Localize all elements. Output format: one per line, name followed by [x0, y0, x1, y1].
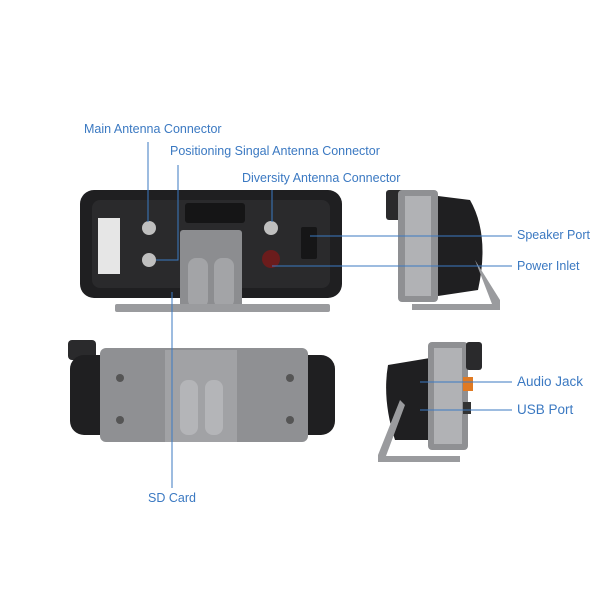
label-usb-port: USB Port [517, 402, 574, 417]
label-sd-card: SD Card [148, 491, 196, 505]
diversity-antenna-connector [264, 221, 278, 235]
label-audio-jack: Audio Jack [517, 374, 584, 389]
device-side-view-bottom [378, 342, 482, 462]
label-diversity-antenna-connector: Diversity Antenna Connector [242, 171, 401, 185]
device-back-view [80, 190, 342, 312]
power-inlet [262, 250, 280, 268]
label-speaker-port: Speaker Port [517, 228, 590, 242]
label-power-inlet: Power Inlet [517, 259, 580, 273]
device-bottom-view [68, 340, 335, 442]
label-main-antenna-connector: Main Antenna Connector [84, 122, 222, 136]
leader-lines [147, 142, 512, 488]
main-antenna-connector [142, 221, 156, 235]
device-side-view-top [386, 190, 500, 310]
audio-jack [463, 377, 473, 391]
label-positioning-antenna-connector: Positioning Singal Antenna Connector [170, 144, 380, 158]
usb-port [463, 402, 471, 414]
speaker-port [301, 227, 317, 259]
positioning-antenna-connector [142, 253, 156, 267]
